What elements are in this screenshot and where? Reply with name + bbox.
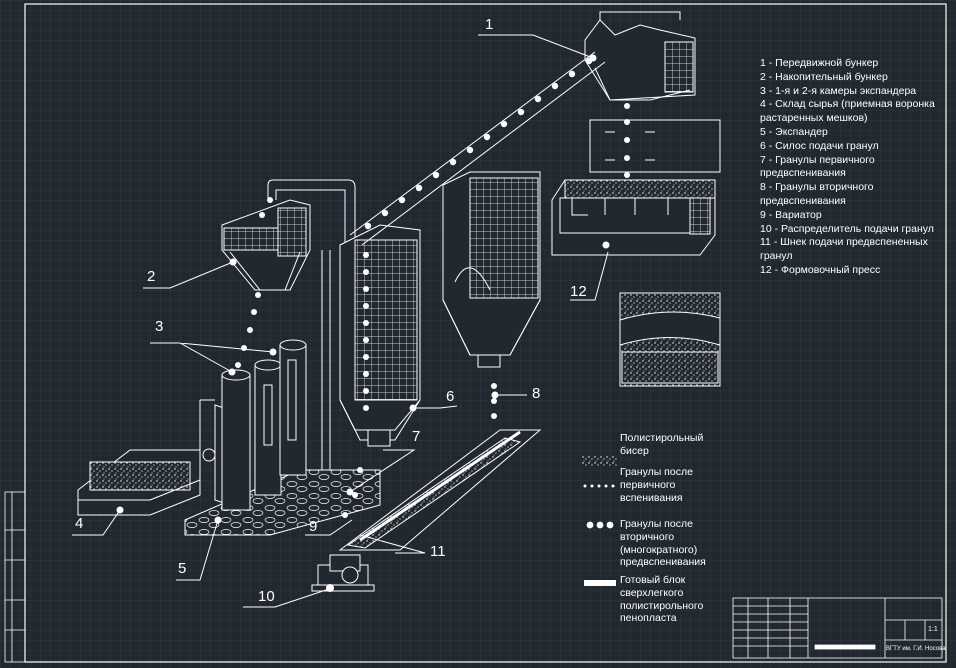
callout-4: 4 xyxy=(75,515,84,532)
expander-columns xyxy=(199,339,307,511)
lift-pipes xyxy=(267,179,356,470)
lift-granules xyxy=(235,197,369,518)
legend-item: 9 - Вариатор xyxy=(760,208,822,221)
callout-6: 6 xyxy=(446,388,455,405)
legend-item: 5 - Экспандер xyxy=(760,125,828,138)
legend-item: 3 - 1-я и 2-я камеры экспандера xyxy=(760,84,917,97)
legend-item: 2 - Накопительный бункер xyxy=(760,70,888,83)
material-label-beads: Полистирольный бисер xyxy=(620,432,704,457)
title-block-org: ВГТУ им. Г.И. Носова xyxy=(886,646,946,652)
legend-item: 11 - Шнек подачи предвспененных гранул xyxy=(760,236,928,263)
legend-item: 8 - Гранулы вторичного предвспенивания xyxy=(760,181,874,207)
screw-conveyor xyxy=(338,429,542,551)
secondary-granule-swatch-icon xyxy=(586,521,614,529)
callout-2: 2 xyxy=(147,268,156,285)
title-block-scale: 1:1 xyxy=(928,626,938,633)
callout-12: 12 xyxy=(570,283,587,300)
legend-item: 7 - Гранулы первичного предвспенивания xyxy=(760,153,875,180)
granule-silo xyxy=(442,171,541,368)
callout-10: 10 xyxy=(258,588,275,605)
legend-item: 4 - Склад сырья (приемная воронка растар… xyxy=(760,98,935,125)
inclined-conveyor xyxy=(349,51,606,246)
press-distributor xyxy=(589,119,721,173)
component-legend: 1 - Передвижной бункер 2 - Накопительный… xyxy=(760,57,950,278)
title-block xyxy=(732,597,943,659)
sheet-frame xyxy=(24,3,947,663)
material-label-block: Готовый блок сверхлегкого полистирольног… xyxy=(620,574,704,625)
accumulating-bunker xyxy=(221,199,311,291)
callout-9: 9 xyxy=(309,518,318,535)
finished-block xyxy=(619,292,721,387)
material-label-primary: Гранулы после первичного вспенивания xyxy=(620,466,693,504)
legend-item: 1 - Передвижной бункер xyxy=(760,57,879,69)
leader-lines xyxy=(72,34,609,608)
legend-item: 12 - Формовочный пресс xyxy=(760,263,881,276)
legend-item: 10 - Распределитель подачи гранул xyxy=(760,222,934,235)
margin-stamp xyxy=(4,491,26,663)
legend-item: 6 - Силос подачи гранул xyxy=(760,139,879,152)
callout-3: 3 xyxy=(155,318,164,335)
intermediate-silo xyxy=(339,224,421,447)
callout-1: 1 xyxy=(485,16,494,33)
mobile-bunker xyxy=(584,11,696,101)
callout-5: 5 xyxy=(178,560,187,577)
callout-8: 8 xyxy=(532,385,541,402)
conveyor-granules xyxy=(364,57,593,230)
finished-block-swatch-icon xyxy=(584,580,616,586)
leader-dots xyxy=(116,54,597,524)
bead-swatch-icon xyxy=(582,456,618,466)
callout-11: 11 xyxy=(430,543,446,560)
material-label-secondary: Гранулы после вторичного (многократного)… xyxy=(620,518,706,569)
primary-granule-swatch-icon xyxy=(583,484,615,488)
callout-7: 7 xyxy=(412,428,421,445)
forming-press xyxy=(551,179,716,256)
